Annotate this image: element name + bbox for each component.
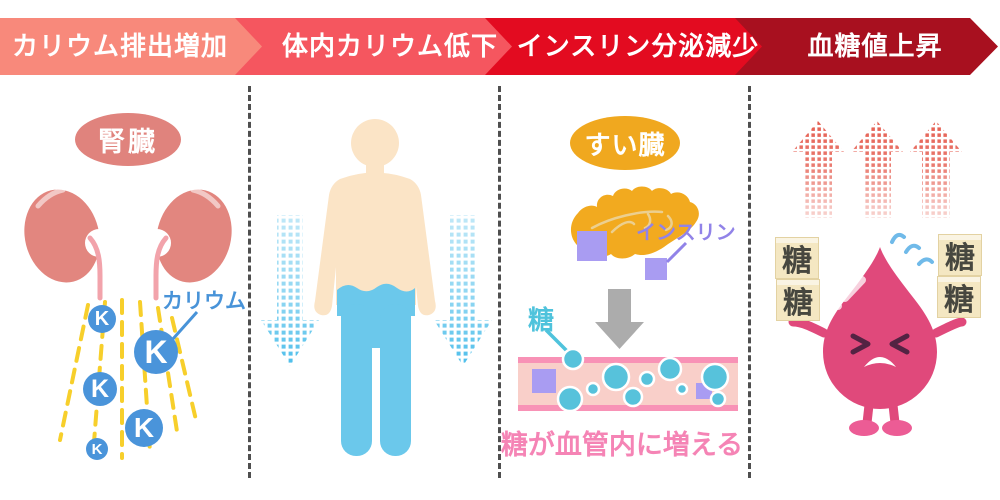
left-ureter [87, 235, 103, 301]
banner-step2-shape [235, 18, 512, 75]
mouth [864, 357, 896, 367]
potassium-ion: K [86, 438, 108, 460]
sugar-block: 糖 [775, 237, 819, 279]
sugar-block: 糖 [776, 279, 820, 321]
right-foot [882, 420, 912, 436]
up-arrows [792, 121, 962, 218]
banner-step4-label: 血糖値上昇 [807, 31, 943, 61]
kidneys-icon [24, 187, 232, 301]
right-leg [888, 404, 900, 424]
pancreas-badge: すい臓 [570, 116, 680, 170]
left-arm [788, 317, 829, 338]
banner-step3-shape [485, 18, 762, 75]
gray-down-arrow [595, 289, 644, 349]
right-eye [889, 333, 910, 355]
blood-drop-character [788, 232, 967, 436]
right-ureter [153, 235, 169, 301]
potassium-ion: K [88, 305, 116, 333]
insulin-squares [577, 231, 667, 280]
sugar-block: 糖 [938, 234, 982, 276]
sugar-pointer-line [544, 328, 571, 355]
potassium-ion: K [83, 372, 117, 406]
insulin-label: インスリン [636, 222, 736, 244]
banner-step4-shape [735, 18, 998, 75]
potassium-ion: K [125, 409, 163, 447]
banner-step1-label: カリウム排出増加 [11, 31, 229, 61]
left-leg [862, 404, 874, 424]
vessel-caption: 糖が血管内に増える [500, 430, 744, 460]
potassium-label: カリウム [162, 290, 246, 313]
right-arm [931, 317, 967, 338]
banner-step2-label: 体内カリウム低下 [281, 31, 499, 61]
left-foot [849, 420, 879, 436]
insulin-pointer-line [665, 241, 688, 264]
drop-body [823, 247, 937, 409]
water-level [337, 283, 415, 456]
down-arrows [261, 215, 492, 366]
sweat-marks [890, 232, 934, 266]
kidney-badge: 腎臓 [75, 113, 181, 166]
panel-separator-3 [748, 86, 751, 478]
human-figure [314, 119, 436, 456]
blood-vessel [518, 347, 738, 413]
sugar-block: 糖 [937, 276, 981, 318]
sugar-label: 糖 [528, 305, 555, 335]
panel-separator-1 [248, 86, 251, 478]
banner-step3-label: インスリン分泌減少 [516, 31, 760, 61]
potassium-ion: K [134, 330, 178, 374]
process-banner [0, 18, 998, 75]
sugar-circles [556, 347, 730, 413]
potassium-pointer-line [170, 311, 199, 341]
left-eye [850, 333, 871, 355]
banner-step1-shape [0, 18, 262, 75]
panel-separator-2 [498, 86, 501, 478]
